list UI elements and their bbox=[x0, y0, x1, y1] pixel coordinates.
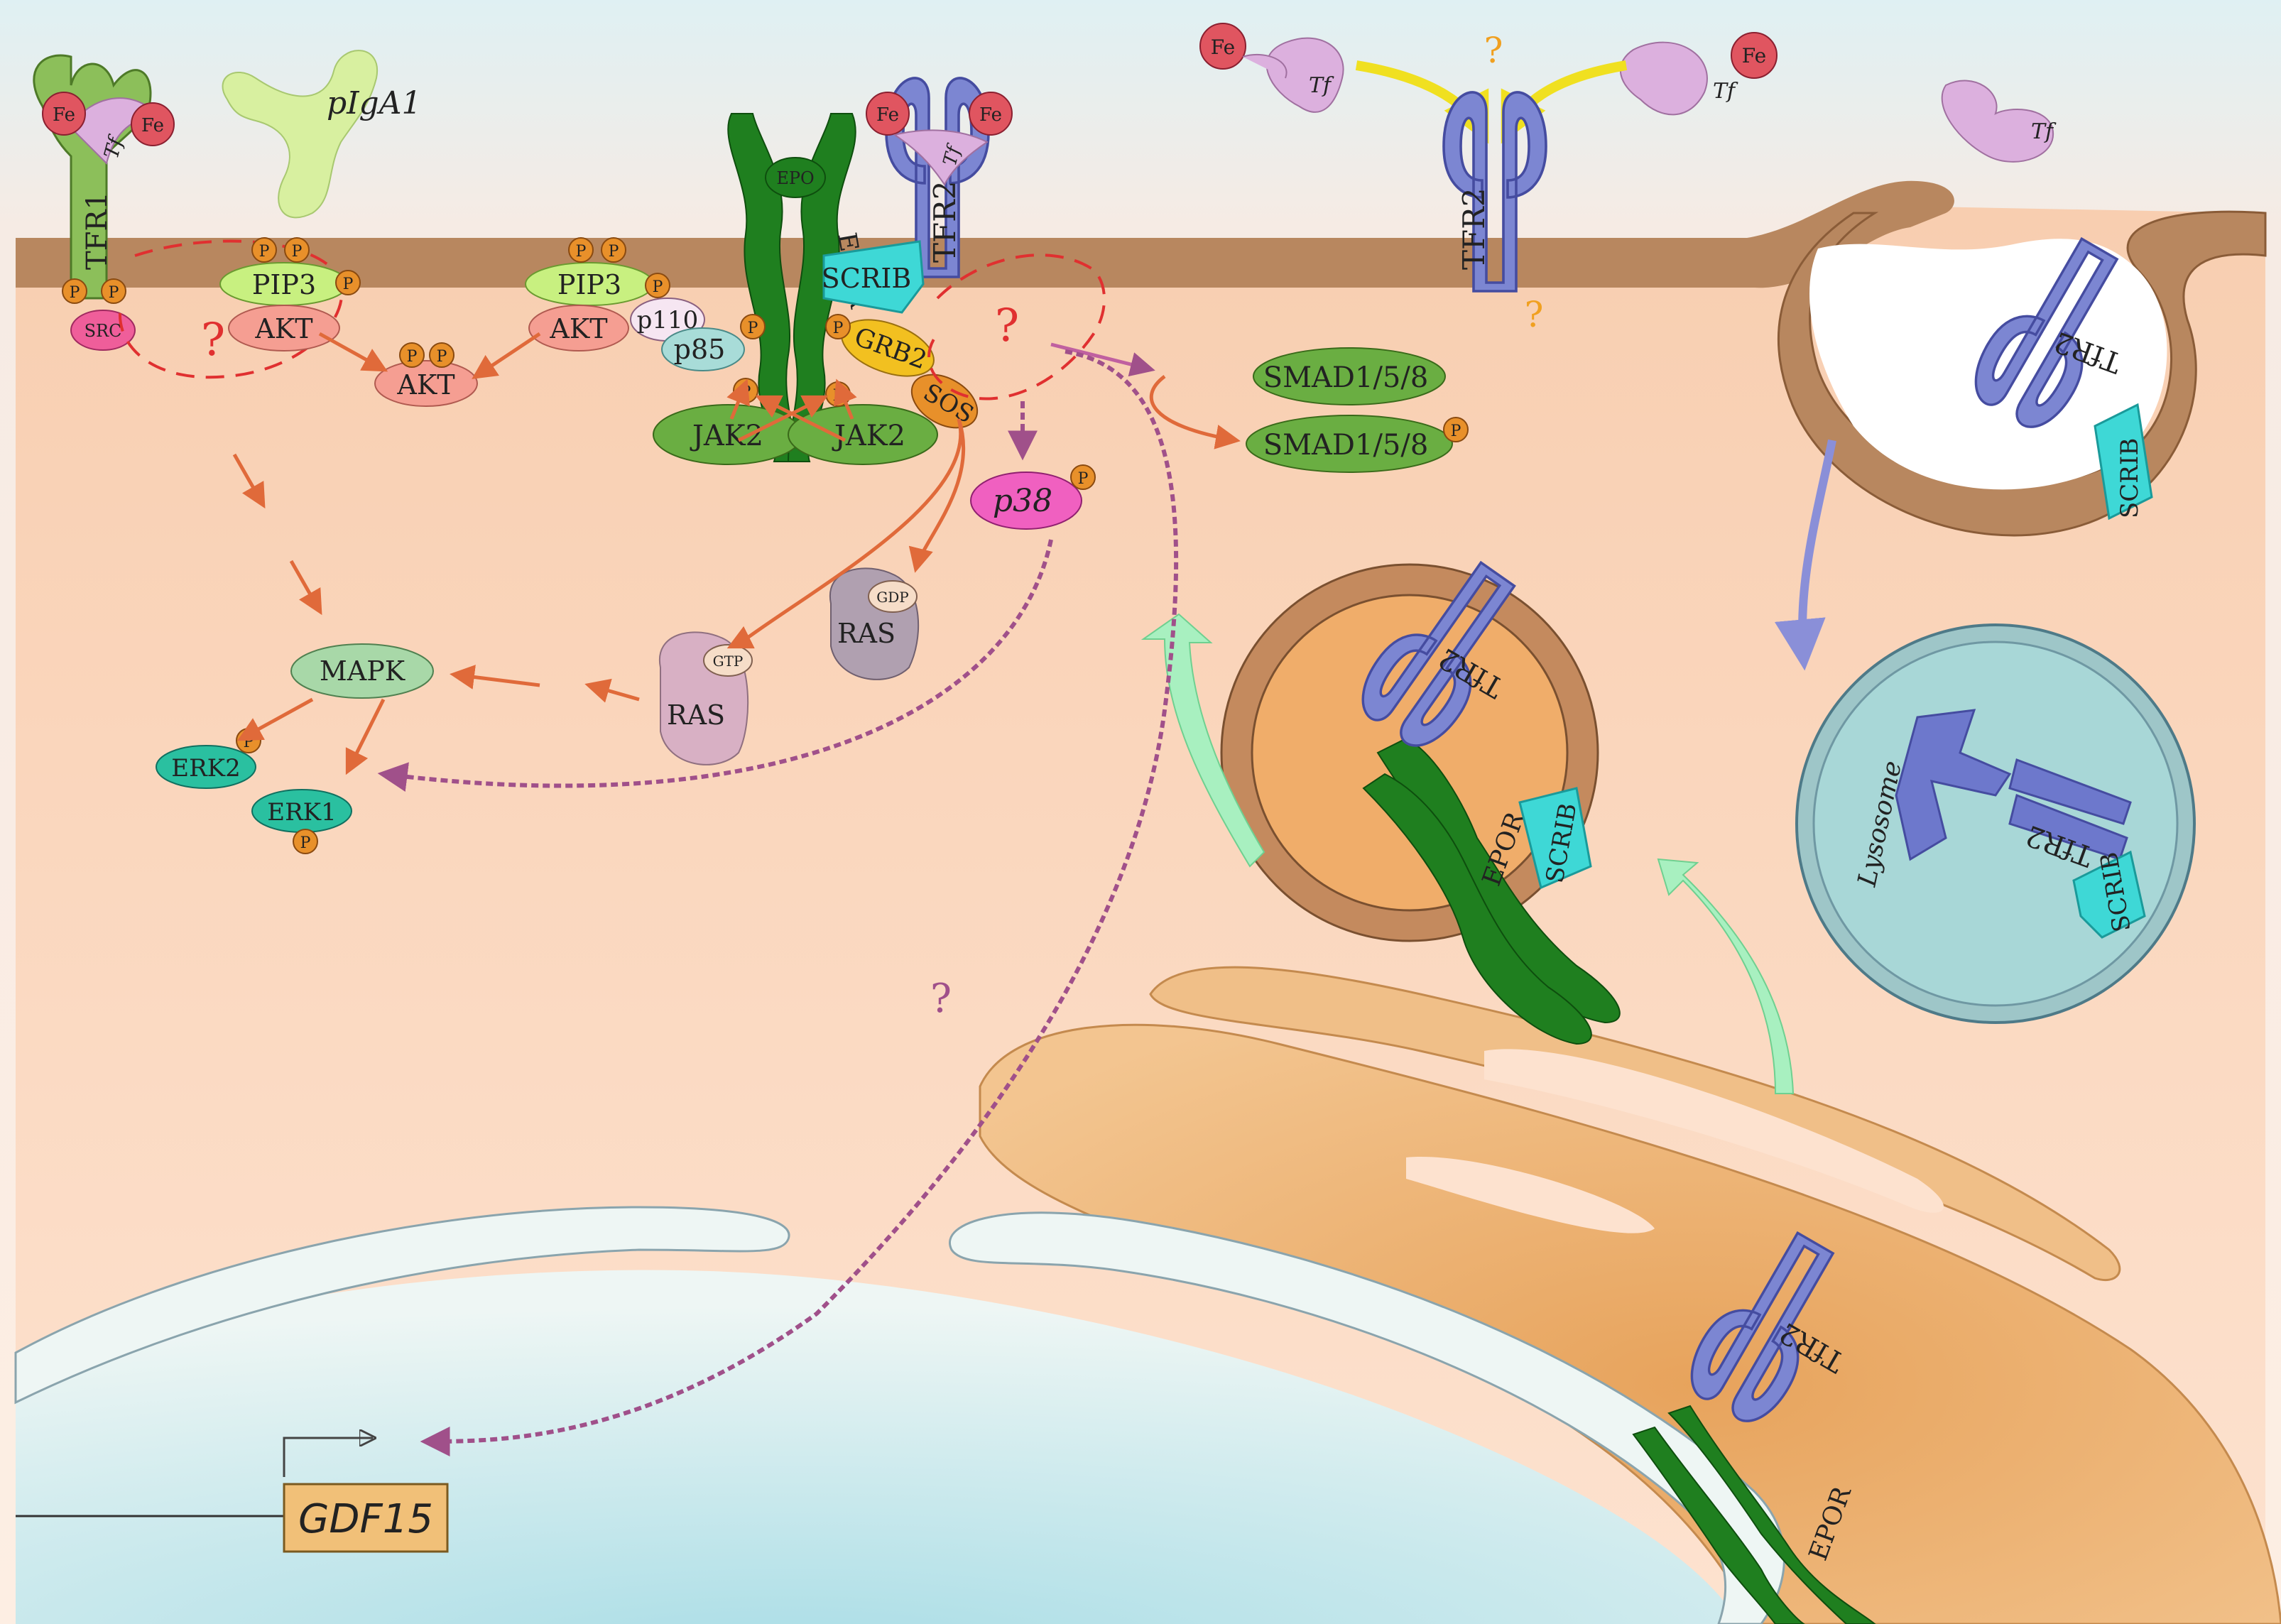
phosphate-label: P bbox=[300, 834, 311, 852]
pip3-label: PIP3 bbox=[557, 269, 621, 300]
phosphate-label: P bbox=[609, 243, 619, 261]
trafficking-arrows bbox=[1140, 439, 1836, 1094]
signaling-arrows bbox=[232, 332, 1241, 775]
erk2-label: ERK2 bbox=[171, 754, 240, 783]
fe-label: Fe bbox=[876, 104, 899, 126]
phosphate-label: P bbox=[70, 284, 80, 302]
tfr1-label: TFR1 bbox=[81, 192, 114, 270]
fe-label: Fe bbox=[141, 115, 164, 136]
src-label: SRC bbox=[85, 321, 122, 341]
fe-label: Fe bbox=[1742, 44, 1766, 67]
lysosome: Lysosome TfR2 SCRIB bbox=[1795, 623, 2196, 1024]
tf-label: Tf bbox=[2031, 119, 2057, 144]
piga1-label: pIgA1 bbox=[327, 85, 421, 121]
gdp-label: GDP bbox=[876, 589, 908, 606]
gdf15-gene: GDF15 bbox=[16, 1438, 449, 1553]
phosphate-label: P bbox=[259, 243, 270, 261]
phosphate-label: P bbox=[437, 348, 447, 366]
phosphate-label: P bbox=[748, 320, 758, 337]
phosphate-label: P bbox=[109, 284, 119, 302]
fe-label: Fe bbox=[53, 104, 75, 126]
apo-transferrin: Tf bbox=[1941, 80, 2057, 163]
tfr2-label: TFR2 bbox=[1457, 188, 1491, 271]
akt-label: AKT bbox=[549, 313, 607, 344]
tf-label: Tf bbox=[1713, 79, 1738, 104]
smad-proteins: SMAD1/5/8 SMAD1/5/8 P bbox=[1246, 347, 1469, 473]
gdf15-label: GDF15 bbox=[298, 1496, 433, 1542]
tfr2-membrane-right: TFR2 ? bbox=[1442, 91, 1547, 335]
phosphate-label: P bbox=[343, 276, 354, 293]
question-mark: ? bbox=[995, 300, 1019, 352]
question-mark: ? bbox=[1484, 30, 1503, 71]
phosphate-label: P bbox=[833, 320, 844, 337]
phosphate-label: P bbox=[1451, 423, 1461, 440]
mapk-label: MAPK bbox=[320, 655, 405, 687]
ras-gdp: RAS GDP bbox=[829, 567, 920, 680]
fe-label: Fe bbox=[1211, 36, 1235, 59]
epor-tfr2-complex: EPO EPOR Fe Fe Tf TFR2 SCRIB GRB2 SOS JA… bbox=[653, 77, 1013, 465]
question-mark: ? bbox=[930, 976, 952, 1022]
akt-label: AKT bbox=[396, 369, 454, 400]
p38: p38 P bbox=[970, 464, 1096, 530]
erk1-label: ERK1 bbox=[267, 798, 336, 827]
uncertain-interaction-region-left bbox=[118, 239, 344, 379]
piga1: pIgA1 bbox=[222, 50, 421, 219]
tfr1-complex: Fe Fe Tf TFR1 P P SRC bbox=[33, 54, 175, 351]
phosphate-label: P bbox=[407, 348, 418, 366]
ras-label: RAS bbox=[667, 699, 725, 731]
uncertain-interaction-region-right bbox=[927, 254, 1106, 400]
ras-label: RAS bbox=[837, 618, 895, 649]
holo-transferrin-free-left: Fe Tf bbox=[1199, 23, 1344, 113]
dashed-signaling-arrows bbox=[377, 349, 1179, 1456]
tf-label: Tf bbox=[1309, 73, 1334, 98]
p85-label: p85 bbox=[674, 334, 726, 365]
phosphate-label: P bbox=[653, 278, 663, 296]
smad-label: SMAD1/5/8 bbox=[1263, 361, 1429, 394]
plasma-membrane bbox=[16, 180, 1954, 288]
phosphate-label: P bbox=[576, 243, 587, 261]
question-mark: ? bbox=[201, 314, 225, 366]
p38-label: p38 bbox=[993, 483, 1052, 519]
endoplasmic-reticulum bbox=[979, 966, 2281, 1624]
epo-label: EPO bbox=[776, 168, 814, 188]
tfr2-label: TFR2 bbox=[927, 181, 962, 263]
akt-label: AKT bbox=[254, 313, 312, 344]
jak2-label: JAK2 bbox=[832, 420, 905, 452]
phospho-akt: AKT P P bbox=[374, 342, 478, 407]
gtp-label: GTP bbox=[713, 653, 744, 670]
jak2-label: JAK2 bbox=[690, 420, 763, 452]
mapk-erk: MAPK ERK2 P ERK1 P bbox=[156, 643, 434, 854]
pip3-akt-group-2: PIP3 P P P AKT p110 p85 bbox=[525, 237, 745, 371]
phosphate-label: P bbox=[292, 243, 303, 261]
pip3-label: PIP3 bbox=[252, 269, 316, 300]
pip3-akt-group-1: PIP3 P P P AKT bbox=[219, 237, 361, 351]
phosphate-label: P bbox=[1078, 470, 1089, 488]
smad-phospho-label: SMAD1/5/8 bbox=[1263, 429, 1429, 462]
scrib-label: SCRIB bbox=[822, 263, 912, 294]
fe-label: Fe bbox=[979, 104, 1002, 126]
scrib-label: SCRIB bbox=[2116, 438, 2144, 518]
ras-gtp: RAS GTP bbox=[658, 631, 753, 765]
question-mark: ? bbox=[1525, 294, 1544, 335]
holo-transferrin-free-right: Fe Tf bbox=[1620, 32, 1778, 116]
